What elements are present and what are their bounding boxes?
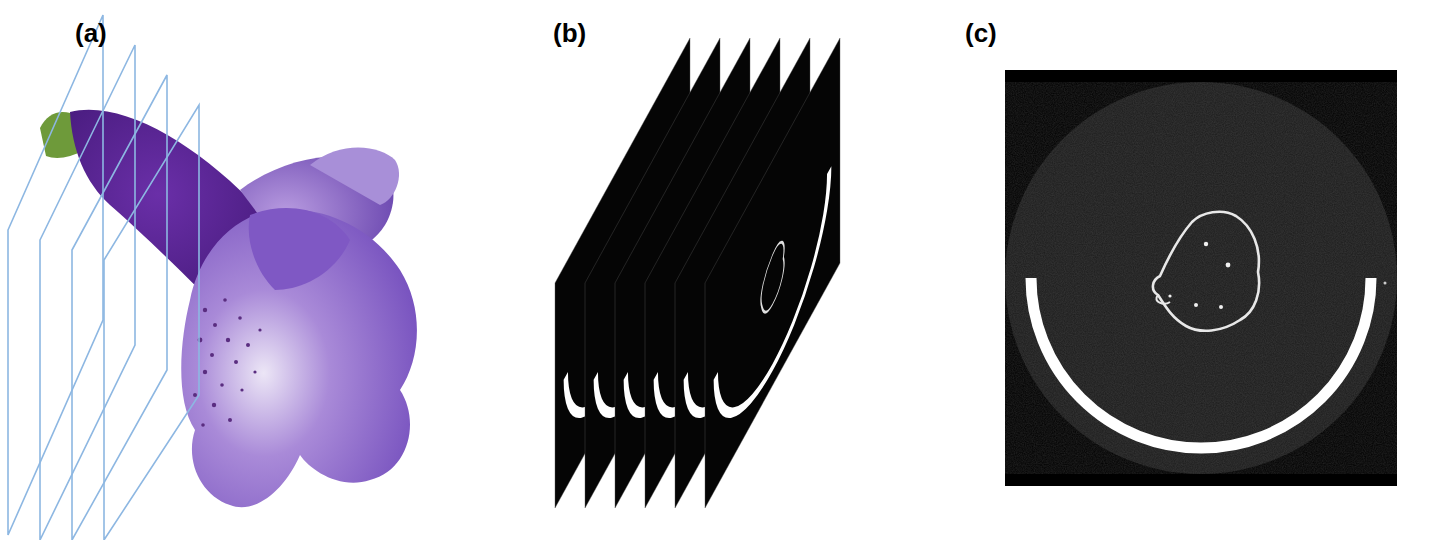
- section-planes: [8, 15, 199, 540]
- panel-label: (c): [965, 20, 997, 46]
- panel-label: (a): [75, 20, 107, 46]
- ct-slice: [1005, 70, 1397, 486]
- holder-arc: [716, 170, 829, 470]
- flower-section: [761, 233, 784, 325]
- upper-petal-tip: [310, 148, 399, 206]
- slice-stack: [555, 38, 840, 508]
- panel-label: (b): [553, 20, 586, 46]
- side-petal: [249, 208, 350, 290]
- flower-section: [1153, 212, 1259, 331]
- holder-arc: [1031, 278, 1371, 448]
- ct-slice-layer: [705, 38, 840, 508]
- flower-illustration: [40, 110, 417, 507]
- throat-spots: [193, 298, 262, 427]
